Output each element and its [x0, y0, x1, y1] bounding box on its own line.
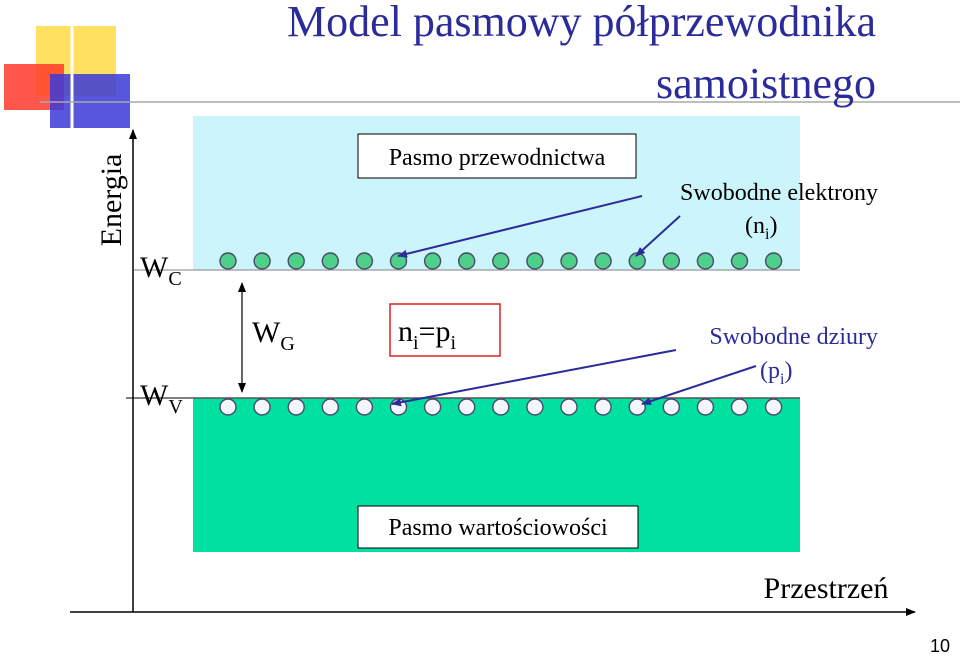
free-hole — [594, 398, 612, 416]
electron-pointer-arrow-left — [397, 195, 643, 258]
equation-box — [389, 303, 501, 357]
slide-title-line2: samoistnego — [656, 59, 876, 108]
free-hole — [458, 398, 476, 416]
free-electron — [423, 252, 442, 270]
free-hole — [662, 398, 680, 416]
free-hole — [730, 398, 749, 416]
space-axis-label: Przestrzeń — [764, 572, 889, 605]
electron-row — [219, 252, 783, 270]
hole-pointer-arrow-right — [641, 365, 757, 405]
free-electron — [526, 252, 544, 270]
wg-label: WG — [252, 316, 295, 355]
free-electron — [253, 252, 271, 270]
free-electron — [764, 252, 783, 270]
free-hole — [764, 398, 783, 416]
free-electron — [696, 252, 715, 270]
corner-logo — [4, 14, 960, 130]
logo-blue-square — [50, 74, 130, 128]
free-electron — [492, 252, 510, 270]
valence-band-label: Pasmo wartościowości — [388, 515, 608, 541]
hole-pointer-arrow-left — [391, 349, 677, 407]
free-hole — [287, 398, 305, 416]
conduction-band-label: Pasmo przewodnictwa — [389, 145, 606, 171]
holes-count-label: (pi) — [760, 358, 792, 388]
free-hole — [219, 398, 237, 416]
hole-row — [219, 398, 783, 416]
free-electron — [730, 252, 749, 270]
conduction-label-box — [357, 133, 637, 179]
page-number: 10 — [930, 636, 950, 656]
free-hole — [253, 398, 271, 416]
free-electron — [560, 252, 578, 270]
free-electron — [219, 252, 237, 270]
free-hole — [628, 398, 646, 416]
free-hole — [526, 398, 544, 416]
electrons-count-label: (ni) — [745, 213, 777, 243]
free-hole — [696, 398, 715, 416]
wv-label: WV — [140, 379, 183, 418]
free-hole — [321, 398, 339, 416]
valence-label-box — [357, 505, 639, 549]
free-hole — [492, 398, 510, 416]
equation-text: ni=pi — [398, 315, 456, 354]
electrons-label: Swobodne elektrony — [680, 180, 878, 206]
energy-axis-label: Energia — [95, 154, 128, 247]
free-electron — [662, 252, 680, 270]
free-electron — [287, 252, 305, 270]
free-electron — [321, 252, 339, 270]
slide-title-line1: Model pasmowy półprzewodnika — [287, 0, 876, 46]
free-electron — [458, 252, 476, 270]
free-hole — [560, 398, 578, 416]
free-hole — [355, 398, 374, 416]
electron-pointer-arrow-right — [635, 215, 681, 257]
free-electron — [594, 252, 612, 270]
holes-label: Swobodne dziury — [709, 324, 878, 350]
wc-label: WC — [140, 251, 182, 290]
free-hole — [423, 398, 442, 416]
free-electron — [355, 252, 374, 270]
